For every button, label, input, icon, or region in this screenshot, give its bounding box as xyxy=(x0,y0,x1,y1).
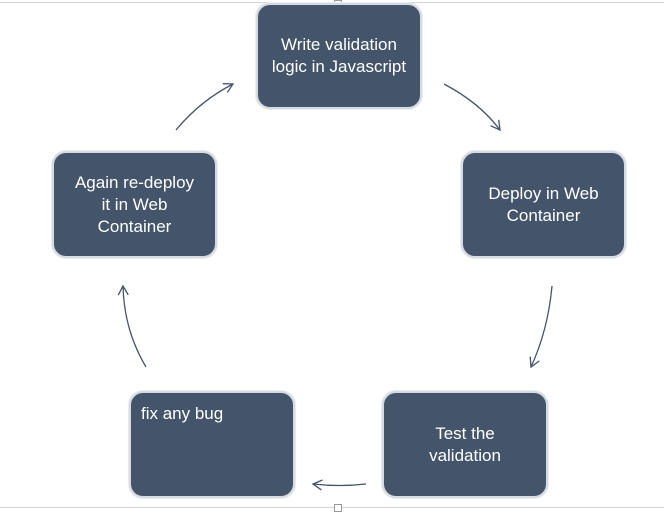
node-deploy-web-container[interactable]: Deploy in Web Container xyxy=(461,151,626,258)
arrow-fix-to-redeploy xyxy=(117,284,147,368)
resize-handle-bottom[interactable] xyxy=(334,504,342,512)
node-write-validation-label: Write validation logic in Javascript xyxy=(271,35,407,76)
selection-frame-top-line xyxy=(0,2,664,3)
arrow-deploy-to-test xyxy=(529,285,553,369)
arrow-write-to-deploy xyxy=(443,83,501,132)
node-redeploy-web-container-label: Again re-deploy it in Web Container xyxy=(74,172,195,236)
node-fix-bug[interactable]: fix any bug xyxy=(129,391,295,498)
node-redeploy-web-container[interactable]: Again re-deploy it in Web Container xyxy=(52,151,217,258)
node-deploy-web-container-label: Deploy in Web Container xyxy=(488,183,599,225)
arrow-redeploy-to-write xyxy=(175,83,235,131)
arrow-test-to-fix xyxy=(311,479,367,491)
node-test-validation-label: Test the validation xyxy=(429,423,501,465)
node-test-validation[interactable]: Test the validation xyxy=(382,391,548,498)
node-fix-bug-label: fix any bug xyxy=(141,404,224,423)
node-write-validation[interactable]: Write validation logic in Javascript xyxy=(256,3,422,109)
selection-frame-bottom-line xyxy=(0,507,664,508)
